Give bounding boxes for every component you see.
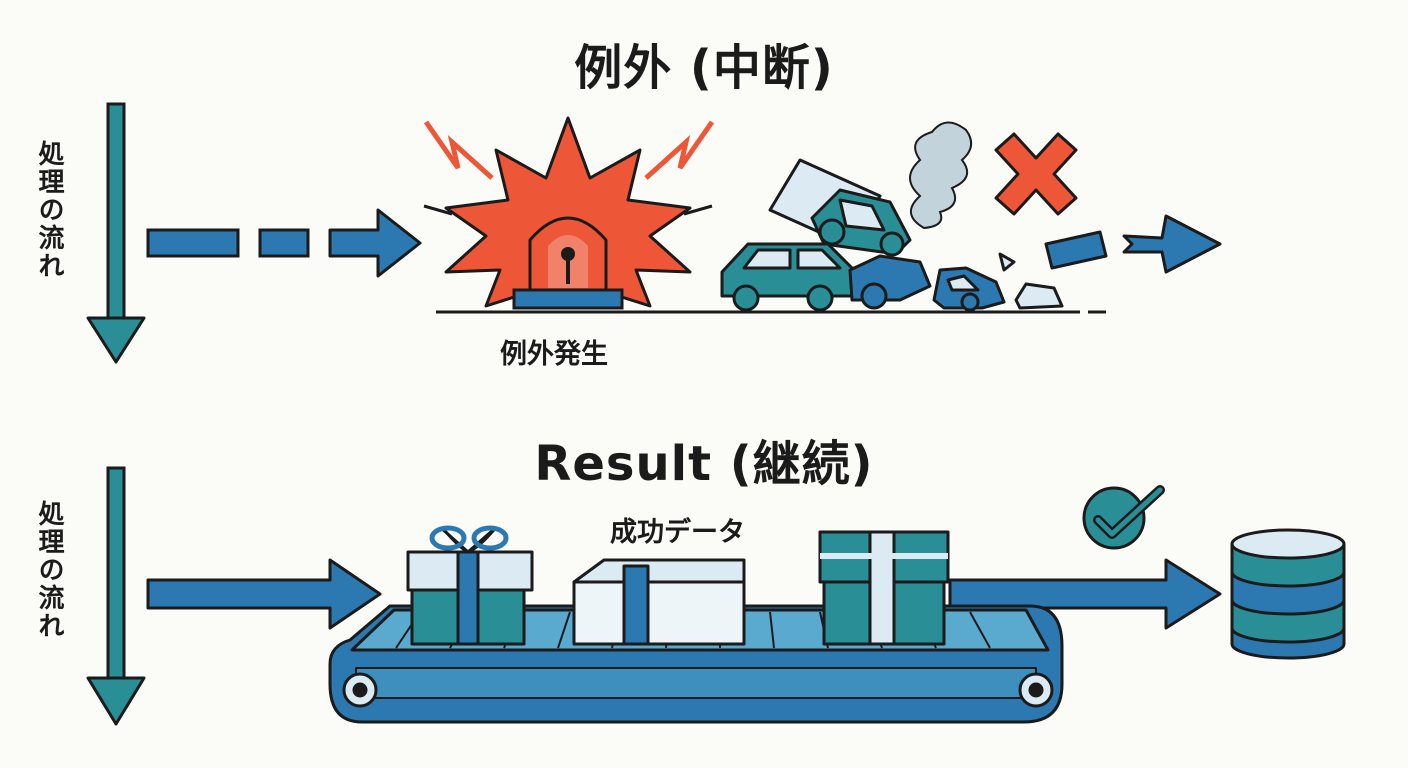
vertical-flow-arrow: [86, 466, 146, 726]
gift-box-icon: [572, 558, 746, 646]
check-badge-icon: [1082, 485, 1165, 550]
broken-flow-arrow: [1044, 214, 1222, 274]
x-mark-icon: [994, 132, 1078, 216]
exception-occurred-label: 例外発生: [500, 339, 608, 370]
vertical-flow-arrow: [86, 102, 146, 364]
success-data-label: 成功データ: [610, 517, 745, 548]
crash-cars-icon: [720, 158, 1064, 312]
database-icon: [1230, 528, 1346, 660]
smoke-icon: [909, 121, 973, 230]
gift-box-icon: [818, 530, 950, 646]
process-flow-label: 処理の流れ: [34, 140, 64, 280]
gift-box-icon: [406, 525, 534, 646]
result-section-title: Result (継続): [534, 436, 874, 492]
flow-arrow: [146, 558, 382, 630]
exception-section-title: 例外 (中断): [574, 40, 834, 96]
process-flow-label: 処理の流れ: [34, 500, 64, 640]
alarm-siren-icon: [423, 116, 715, 310]
dashed-flow-arrow: [146, 208, 422, 278]
